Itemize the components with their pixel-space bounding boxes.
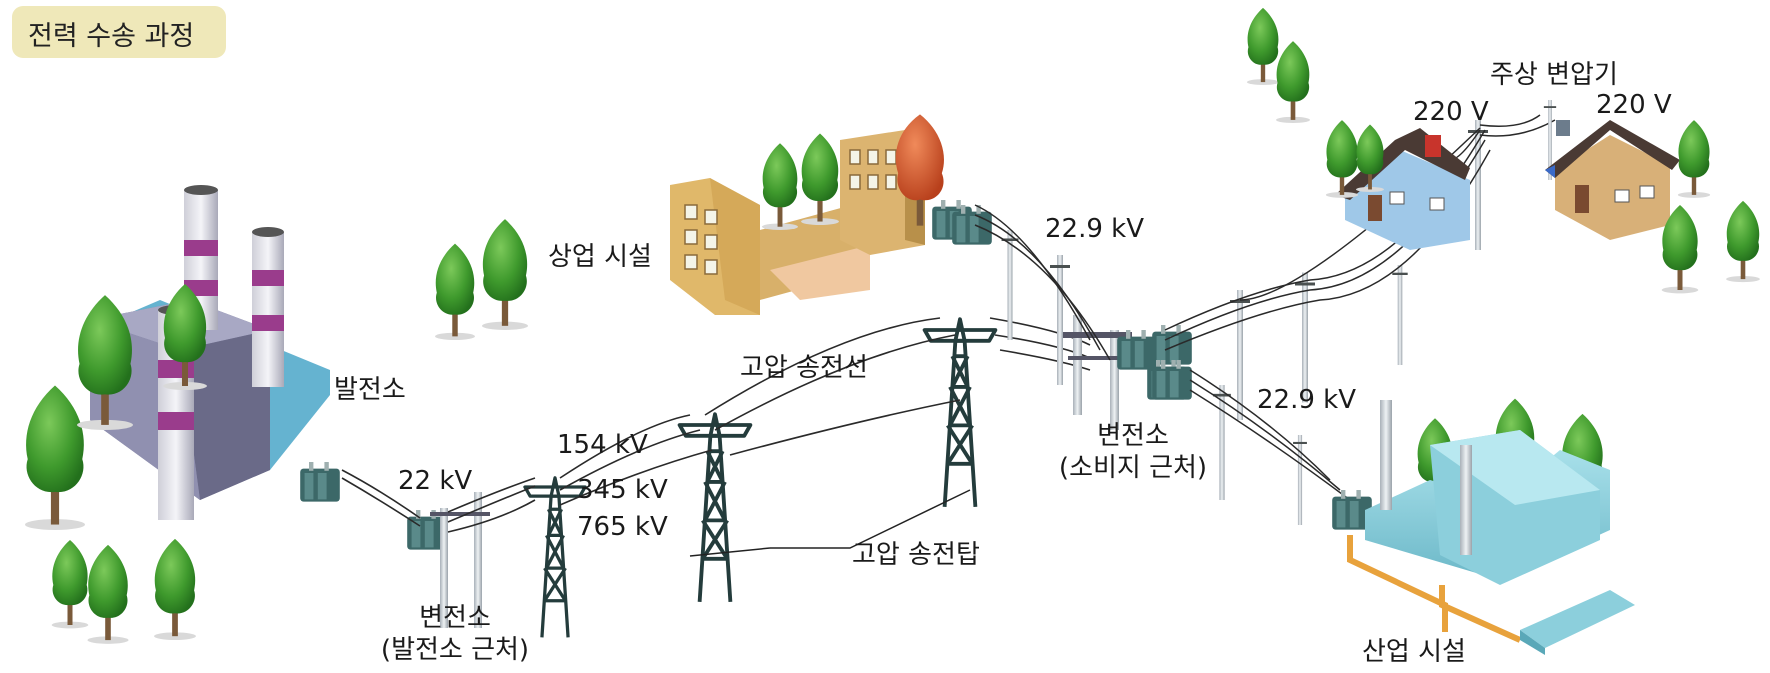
house-left bbox=[1325, 120, 1470, 250]
label-hv-tower: 고압 송전탑 bbox=[852, 540, 980, 570]
commercial-feeder bbox=[932, 200, 1111, 385]
label-22-9kv-top: 22.9 kV bbox=[1045, 214, 1144, 244]
label-pole-transformer: 주상 변압기 bbox=[1490, 60, 1618, 90]
substation-plant bbox=[407, 492, 490, 628]
title-chip: 전력 수송 과정 bbox=[12, 6, 226, 58]
commercial-building bbox=[670, 114, 944, 315]
house-trees bbox=[1247, 7, 1760, 294]
label-substation-consumer: 변전소 (소비지 근처) bbox=[1028, 420, 1238, 484]
industrial-feeder bbox=[1152, 360, 1372, 530]
label-industrial: 산업 시설 bbox=[1362, 637, 1466, 667]
label-22-9kv-mid: 22.9 kV bbox=[1257, 385, 1356, 415]
label-power-plant: 발전소 bbox=[334, 375, 406, 405]
label-substation-consumer-line2: (소비지 근처) bbox=[1058, 453, 1208, 483]
house-right bbox=[1545, 120, 1680, 240]
label-345kv: 345 kV bbox=[577, 475, 668, 505]
label-154kv: 154 kV bbox=[557, 430, 648, 460]
substation-consumer bbox=[1062, 315, 1192, 430]
label-substation-plant-line2: (발전소 근처) bbox=[380, 635, 530, 665]
label-220v-right: 220 V bbox=[1596, 90, 1672, 120]
transmission-lines bbox=[341, 317, 1091, 533]
label-substation-plant: 변전소 (발전소 근처) bbox=[350, 602, 560, 666]
power-plant bbox=[90, 185, 340, 520]
industrial-facility bbox=[1347, 398, 1635, 655]
diagram-title: 전력 수송 과정 bbox=[28, 21, 195, 52]
label-22kv: 22 kV bbox=[398, 466, 473, 496]
label-220v-left: 220 V bbox=[1413, 97, 1489, 127]
label-substation-plant-line1: 변전소 bbox=[419, 603, 491, 633]
label-commercial: 상업 시설 bbox=[548, 242, 652, 272]
label-765kv: 765 kV bbox=[577, 512, 668, 542]
label-hv-line: 고압 송전선 bbox=[740, 353, 868, 383]
leader-lines bbox=[689, 489, 971, 557]
label-substation-consumer-line1: 변전소 bbox=[1097, 421, 1169, 451]
